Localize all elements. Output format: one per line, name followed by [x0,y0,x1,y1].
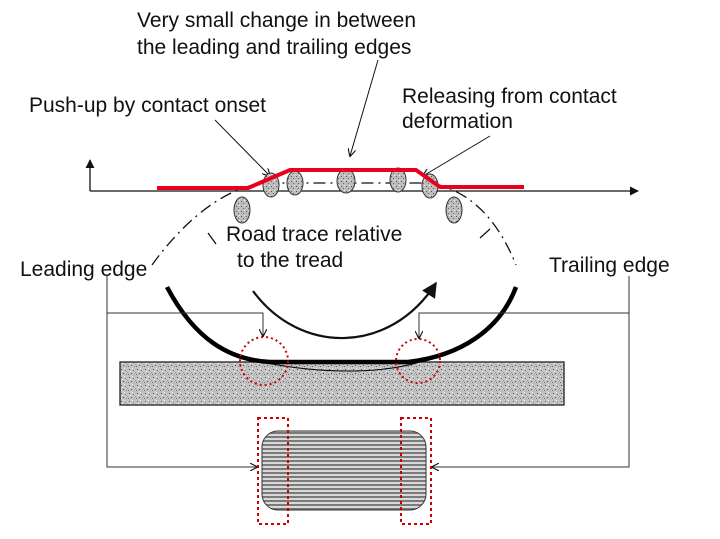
contact-footprint [261,430,427,511]
leading-edge-highlight [239,336,289,386]
annotation-top-line1: Very small change in between [137,9,416,32]
annotation-top-line2: the leading and trailing edges [137,36,411,59]
annotation-road-trace-line2: to the tread [237,249,343,272]
leader-top [350,59,379,156]
footprint-trailing-highlight [400,417,432,525]
tire-contour [165,285,519,365]
tread-block [286,170,304,196]
annotation-road-trace-line1: Road trace relative [226,223,402,246]
leader-releasing [423,135,491,176]
annotation-push-up: Push-up by contact onset [29,94,266,117]
annotation-releasing-line1: Releasing from contact [402,85,617,108]
trailing-edge-highlight [395,338,441,384]
road-trace-tick-right [479,228,491,239]
leading-edge-bracket-top [106,276,263,336]
road-trace-arc [151,182,517,266]
tread-block [233,196,251,224]
leader-push-up [214,119,270,176]
rotation-arrow [252,281,437,340]
tire-deflected-contour [261,361,421,372]
tread-block [336,168,356,194]
label-trailing-edge: Trailing edge [549,254,670,277]
tread-surface-profile [157,168,524,190]
callout-leaders [214,59,491,176]
trailing-edge-bracket-bottom [432,313,630,467]
footprint-leading-highlight [257,417,289,525]
label-leading-edge: Leading edge [20,258,147,281]
edge-brackets [106,276,630,467]
trailing-edge-bracket-top [419,276,630,338]
leading-edge-bracket-bottom [106,313,257,467]
axes [85,159,639,196]
road-trace-tick-left [207,232,217,245]
road-surface [119,361,565,406]
annotation-releasing-line2: deformation [402,110,513,133]
tread-block [445,196,463,224]
